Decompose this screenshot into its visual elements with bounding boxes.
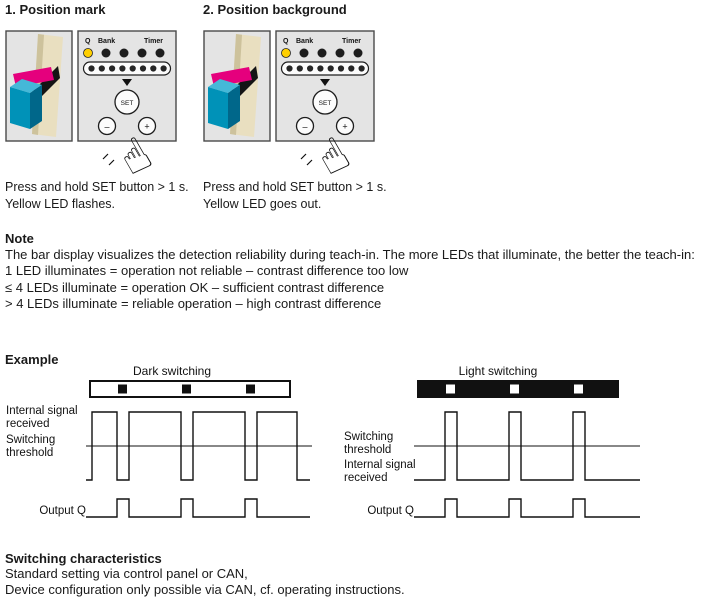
step-2-caption: Press and hold SET button > 1 s. Yellow … xyxy=(203,179,387,213)
note-title: Note xyxy=(5,231,34,246)
svg-text:+: + xyxy=(144,122,149,132)
step-2-illustration: Q Bank Timer SET xyxy=(203,30,375,178)
minus-button: – xyxy=(97,116,117,136)
control-panel: Q Bank Timer SET xyxy=(275,30,375,142)
step-1-caption: Press and hold SET button > 1 s. Yellow … xyxy=(5,179,189,213)
internal-signal-label2: received xyxy=(6,418,49,430)
output-q-label: Output Q xyxy=(367,505,414,517)
sensor-body xyxy=(208,79,240,129)
target-box xyxy=(5,30,73,142)
threshold-label: Switching xyxy=(344,431,393,443)
output-q-waveform xyxy=(414,498,640,518)
note-body: The bar display visualizes the detection… xyxy=(5,247,711,313)
svg-text:+: + xyxy=(342,122,347,132)
control-panel: Q Bank Timer SET xyxy=(77,30,177,142)
light-switching-title: Light switching xyxy=(459,364,538,378)
label-q: Q xyxy=(85,38,91,45)
minus-button: – xyxy=(295,116,315,136)
output-q-label: Output Q xyxy=(39,505,86,517)
threshold-label2: threshold xyxy=(6,447,53,459)
light-switching-tape xyxy=(417,380,619,398)
yellow-led xyxy=(83,48,93,58)
plus-button: + xyxy=(335,116,355,136)
output-q-waveform xyxy=(86,498,310,518)
internal-signal-waveform xyxy=(414,411,640,481)
svg-text:–: – xyxy=(302,122,307,132)
set-button: SET xyxy=(312,89,338,115)
plus-button: + xyxy=(137,116,157,136)
label-bank: Bank xyxy=(98,38,115,45)
dark-switching-tape xyxy=(89,380,291,398)
sensor-body xyxy=(10,79,42,129)
internal-signal-waveform xyxy=(86,411,310,481)
note-line: 1 LED illuminates = operation not reliab… xyxy=(5,263,409,279)
label-timer: Timer xyxy=(144,38,163,45)
threshold-label: Switching xyxy=(6,434,55,446)
internal-signal-label: Internal signal xyxy=(6,405,78,417)
step-2-caption-line1: Press and hold SET button > 1 s. xyxy=(203,180,387,194)
step-1-illustration: Q Bank Timer SET xyxy=(5,30,177,178)
switching-line: Standard setting via control panel or CA… xyxy=(5,566,248,581)
bar-display-pointer-icon xyxy=(320,79,330,86)
svg-text:SET: SET xyxy=(319,100,332,107)
label-bank: Bank xyxy=(296,38,313,45)
switching-line: Device configuration only possible via C… xyxy=(5,582,405,598)
step-2-title: 2. Position background xyxy=(203,2,347,17)
svg-text:SET: SET xyxy=(121,100,134,107)
bar-display-pointer-icon xyxy=(122,79,132,86)
step-2-caption-line2: Yellow LED goes out. xyxy=(203,197,322,211)
dark-switching-diagram: Dark switching Internal signal received … xyxy=(6,364,312,518)
set-button: SET xyxy=(114,89,140,115)
yellow-led xyxy=(281,48,291,58)
note-line: > 4 LEDs illuminate = reliable operation… xyxy=(5,296,382,312)
threshold-label2: threshold xyxy=(344,444,391,456)
bar-display xyxy=(280,61,370,76)
switching-characteristics-body: Standard setting via control panel or CA… xyxy=(5,566,711,599)
light-switching-diagram: Light switching Switching threshold Inte… xyxy=(344,364,640,518)
note-line: ≤ 4 LEDs illuminate = operation OK – suf… xyxy=(5,279,385,295)
target-box xyxy=(203,30,271,142)
press-motion-lines xyxy=(102,153,115,166)
step-1-caption-line2: Yellow LED flashes. xyxy=(5,197,116,211)
bar-display xyxy=(82,61,172,76)
internal-signal-label: Internal signal xyxy=(344,459,416,471)
label-q: Q xyxy=(283,38,289,45)
dark-switching-title: Dark switching xyxy=(133,364,211,378)
example-title: Example xyxy=(5,352,59,367)
switching-characteristics-title: Switching characteristics xyxy=(5,551,162,566)
led-row xyxy=(83,48,165,58)
internal-signal-label2: received xyxy=(344,472,387,484)
svg-text:–: – xyxy=(104,122,109,132)
press-motion-lines xyxy=(300,153,313,166)
led-row xyxy=(281,48,363,58)
step-1-caption-line1: Press and hold SET button > 1 s. xyxy=(5,180,189,194)
step-1-title: 1. Position mark xyxy=(5,2,106,17)
label-timer: Timer xyxy=(342,38,361,45)
note-line: The bar display visualizes the detection… xyxy=(5,247,695,262)
